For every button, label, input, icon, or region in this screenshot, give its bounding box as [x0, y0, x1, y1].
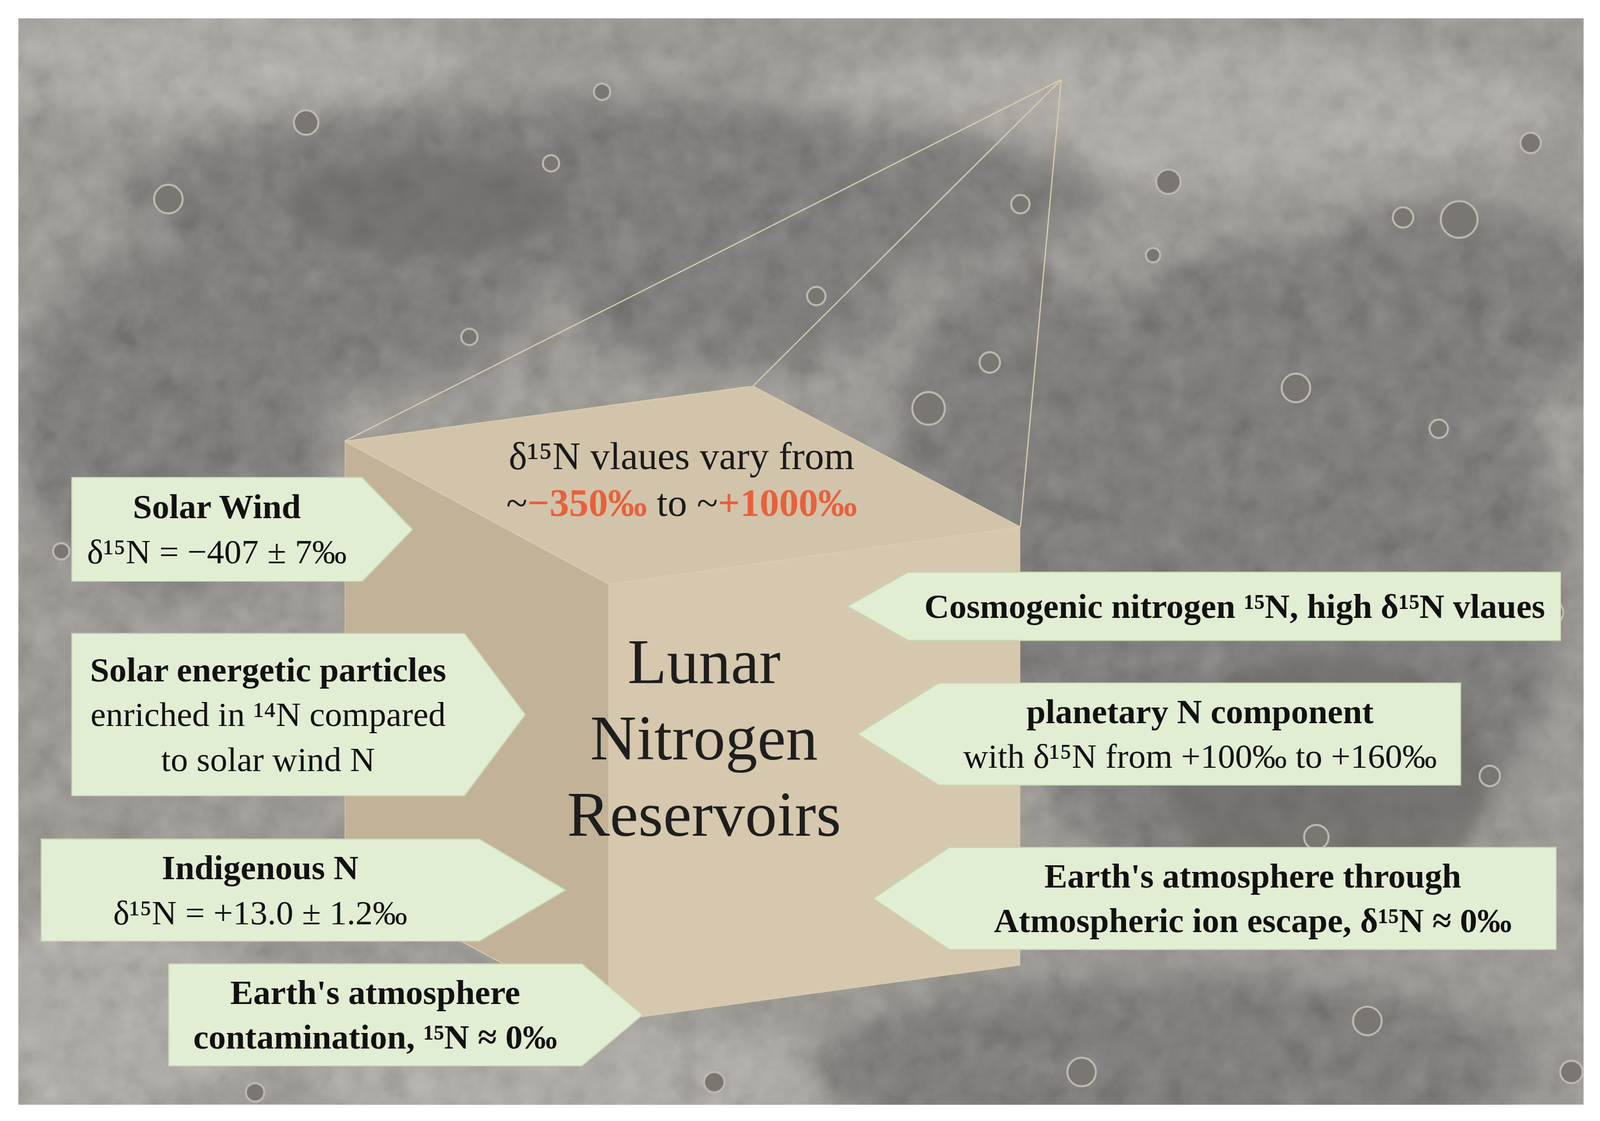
crater — [1392, 207, 1414, 228]
zoom-line — [1020, 79, 1061, 527]
callout-arrow-shape — [847, 571, 1562, 641]
callout-text-area: Earth's atmosphere through Atmospheric i… — [948, 846, 1557, 950]
crater — [1479, 765, 1501, 786]
crater — [1067, 1057, 1096, 1086]
callout-body: with δ¹⁵N from +100‰ to +160‰ — [962, 733, 1437, 779]
callout-text-area: planetary N componentwith δ¹⁵N from +100… — [938, 682, 1462, 786]
callout-text-area: Solar energetic particlesenriched in ¹⁴N… — [71, 632, 465, 796]
crater — [806, 286, 826, 306]
zoom-line — [752, 79, 1061, 386]
mare — [285, 153, 572, 256]
callout-arrow: planetary N componentwith δ¹⁵N from +100… — [857, 682, 1462, 786]
callout-body: enriched in ¹⁴N compared to solar wind N — [80, 691, 456, 782]
callout-text-area: Indigenous Nδ¹⁵N = +13.0 ± 1.2‰ — [40, 838, 480, 942]
callout-heading: Indigenous N — [162, 844, 359, 890]
callout-arrow: Earth's atmosphere contamination, ¹⁵N ≈ … — [168, 962, 644, 1066]
callout-arrow: Cosmogenic nitrogen ¹⁵N, high δ¹⁵N vlaue… — [847, 571, 1562, 642]
craters — [52, 83, 1583, 1102]
crater — [703, 1071, 725, 1093]
range-heading: δ¹⁵N vlaues vary from — [436, 432, 927, 480]
callout-arrow-shape — [168, 963, 643, 1066]
crater — [154, 184, 183, 214]
crater — [1440, 201, 1478, 238]
callout-arrow-shape — [873, 847, 1557, 949]
callout-text-area: Solar Windδ¹⁵N = −407 ± 7‰ — [71, 476, 362, 582]
callout-body: δ¹⁵N = +13.0 ± 1.2‰ — [113, 889, 408, 936]
zoom-line — [344, 79, 1061, 442]
crater — [1560, 1060, 1583, 1083]
crater — [912, 392, 946, 425]
cube-top-face — [344, 385, 1021, 584]
callout-heading: Solar energetic particles — [90, 647, 447, 693]
callout-text-area: Cosmogenic nitrogen ¹⁵N, high δ¹⁵N vlaue… — [908, 571, 1562, 642]
crater — [52, 542, 70, 560]
callout-heading: planetary N component — [1026, 688, 1374, 735]
crater — [1281, 373, 1310, 403]
callout-heading: Cosmogenic nitrogen ¹⁵N, high δ¹⁵N vlaue… — [924, 583, 1546, 629]
moon-surface — [18, 18, 1584, 1105]
callout-arrow-shape — [857, 682, 1461, 785]
crater — [1520, 132, 1541, 154]
crater — [1156, 169, 1181, 194]
crater — [1353, 1006, 1382, 1035]
range-values: ~−350‰to ~+1000‰ — [436, 479, 927, 527]
approx-sign: ~ — [506, 481, 528, 525]
range-min: −350‰ — [527, 481, 648, 525]
cube-title: Lunar Nitrogen Reservoirs — [540, 623, 868, 853]
callout-heading: Earth's atmosphere through Atmospheric i… — [957, 853, 1548, 943]
callout-arrow: Earth's atmosphere through Atmospheric i… — [872, 846, 1557, 950]
callout-arrow-shape — [71, 477, 413, 582]
callout-arrow: Solar energetic particlesenriched in ¹⁴N… — [71, 632, 526, 796]
highland-ground — [18, 18, 1584, 1105]
callout-arrow: Solar Windδ¹⁵N = −407 ± 7‰ — [71, 476, 414, 582]
callout-arrow-shape — [41, 838, 566, 941]
callout-heading: Earth's atmosphere contamination, ¹⁵N ≈ … — [177, 969, 574, 1060]
crater — [979, 351, 1001, 373]
crater — [1146, 247, 1161, 263]
crater — [542, 155, 560, 172]
surface-texture — [18, 18, 1584, 1105]
top-face-text: δ¹⁵N vlaues vary from~−350‰to ~+1000‰ — [436, 432, 927, 527]
callout-text-area: Earth's atmosphere contamination, ¹⁵N ≈ … — [168, 962, 582, 1066]
crater — [1429, 419, 1448, 438]
range-max: +1000‰ — [717, 481, 858, 525]
callout-body: δ¹⁵N = −407 ± 7‰ — [86, 529, 347, 575]
callout-arrow-shape — [71, 633, 526, 796]
crater — [1011, 194, 1030, 214]
crater — [1304, 824, 1329, 850]
crater — [246, 1082, 265, 1102]
crater — [593, 83, 610, 100]
callout-arrow: Indigenous Nδ¹⁵N = +13.0 ± 1.2‰ — [40, 838, 567, 942]
callout-heading: Solar Wind — [133, 483, 302, 530]
crater — [461, 328, 478, 345]
crater — [294, 110, 319, 135]
range-joiner: to ~ — [656, 481, 718, 525]
